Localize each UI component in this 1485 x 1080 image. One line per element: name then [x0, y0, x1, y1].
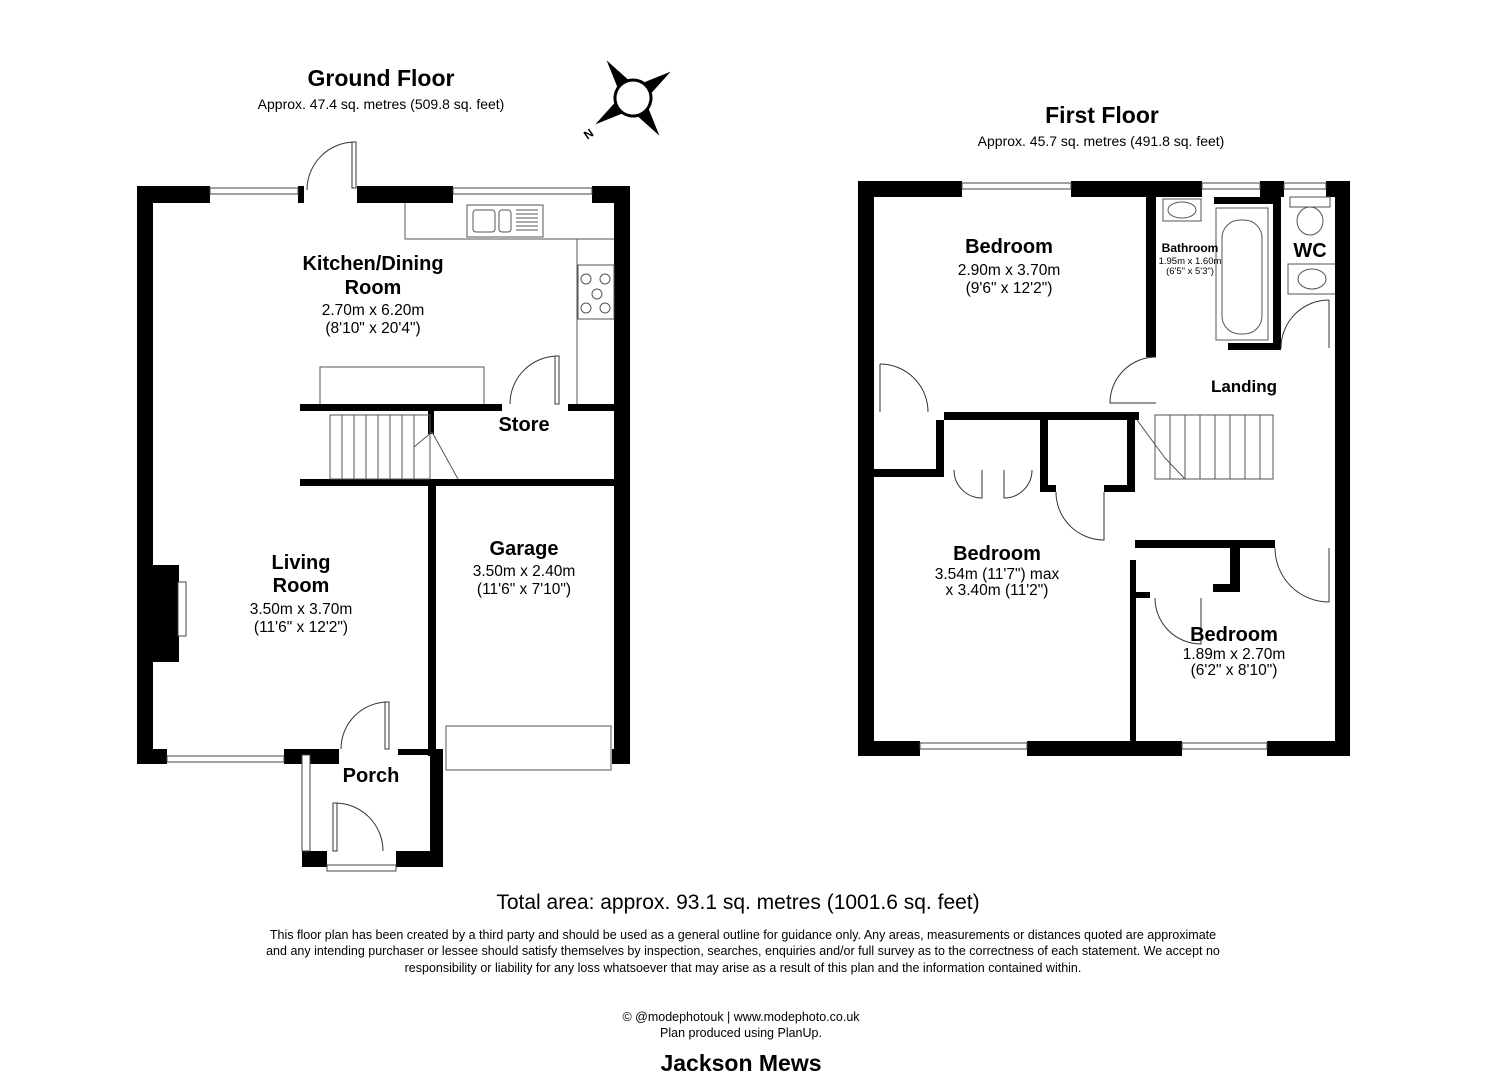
wc-name: WC [1293, 240, 1327, 262]
bedroom-1-dim-metric: 2.90m x 3.70m [957, 262, 1061, 279]
ground-floor-windows [166, 187, 593, 872]
bedroom-3-dim-imperial: (6'2" x 8'10") [1190, 662, 1278, 679]
living-room-dim-metric: 3.50m x 3.70m [249, 601, 353, 618]
garage-dim-imperial: (11'6" x 7'10") [476, 581, 572, 598]
disclaimer-text: This floor plan has been created by a th… [266, 928, 1220, 975]
ground-floor-fixtures [319, 203, 615, 771]
bathroom-dim-metric: 1.95m x 1.60m [1158, 256, 1222, 267]
landing-name: Landing [1210, 377, 1278, 396]
first-floor-area: Approx. 45.7 sq. metres (491.8 sq. feet) [977, 133, 1225, 149]
ground-floor-area: Approx. 47.4 sq. metres (509.8 sq. feet) [257, 96, 505, 112]
bedroom-2-name: Bedroom [953, 543, 1041, 565]
kitchen-dining-dim-metric: 2.70m x 6.20m [321, 302, 425, 319]
credit-line-2: Plan produced using PlanUp. [660, 1026, 822, 1040]
ground-floor-title: Ground Floor [307, 65, 455, 91]
first-floor-fixtures [1136, 196, 1335, 480]
living-room-name-1: Living [271, 552, 331, 574]
kitchen-dining-name-2: Room [344, 277, 402, 299]
garage-dim-metric: 3.50m x 2.40m [472, 563, 576, 580]
ground-floor-doors [306, 141, 560, 852]
first-floor-title: First Floor [1045, 102, 1159, 128]
property-address: Jackson Mews [660, 1050, 822, 1076]
first-floor-doors [879, 299, 1330, 645]
kitchen-dining-name-1: Kitchen/Dining [302, 253, 444, 275]
bedroom-3-dim-metric: 1.89m x 2.70m [1182, 646, 1286, 663]
garage-name: Garage [489, 538, 559, 560]
porch-name: Porch [342, 765, 400, 787]
kitchen-dining-dim-imperial: (8'10" x 20'4") [325, 320, 421, 337]
ground-floor-walls [137, 186, 630, 867]
compass-rose-icon [595, 60, 671, 136]
living-room-dim-imperial: (11'6" x 12'2") [253, 619, 349, 636]
bedroom-2-dim-line2: x 3.40m (11'2") [945, 582, 1049, 599]
first-floor-windows [919, 182, 1327, 750]
bathroom-dim-imperial: (6'5" x 5'3") [1166, 266, 1214, 277]
credit-line-1: © @modephotouk | www.modephoto.co.uk [622, 1010, 860, 1024]
bathroom-name: Bathroom [1161, 241, 1219, 255]
first-floor-walls [858, 181, 1350, 756]
ground-floor-plan [137, 141, 630, 872]
bedroom-2-dim-line1: 3.54m (11'7") max [934, 566, 1060, 583]
first-floor-plan [858, 181, 1350, 756]
living-room-name-2: Room [272, 575, 330, 597]
bedroom-1-dim-imperial: (9'6" x 12'2") [965, 280, 1053, 297]
bedroom-3-name: Bedroom [1190, 624, 1278, 646]
bedroom-1-name: Bedroom [965, 236, 1053, 258]
total-area: Total area: approx. 93.1 sq. metres (100… [496, 891, 980, 914]
store-name: Store [498, 414, 550, 436]
